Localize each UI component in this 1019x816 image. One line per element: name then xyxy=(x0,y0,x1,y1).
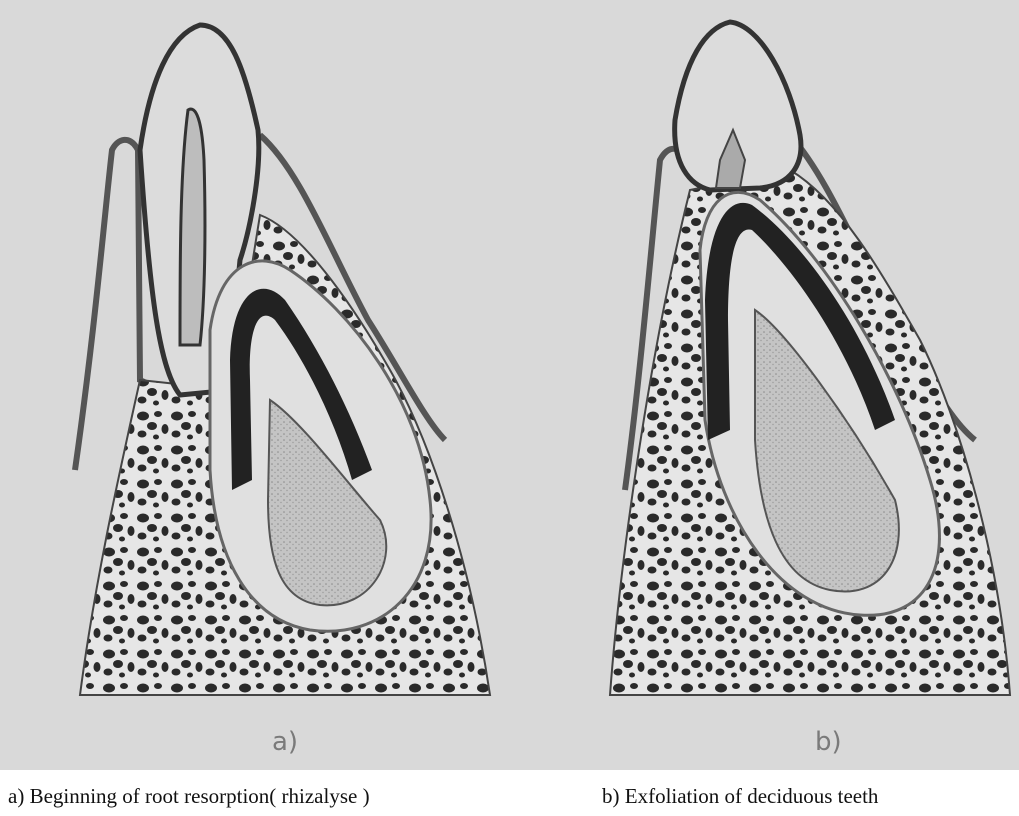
panel-a: a) xyxy=(75,25,490,757)
panel-b: b) xyxy=(610,22,1010,757)
panel-label-b: b) xyxy=(815,727,842,757)
deciduous-pulp-a xyxy=(180,109,205,345)
caption-a: a) Beginning of root resorption( rhizaly… xyxy=(8,784,370,809)
panel-label-a: a) xyxy=(272,727,298,757)
tooth-diagram-figure: a) b) xyxy=(0,0,1019,770)
caption-b: b) Exfoliation of deciduous teeth xyxy=(602,784,878,809)
